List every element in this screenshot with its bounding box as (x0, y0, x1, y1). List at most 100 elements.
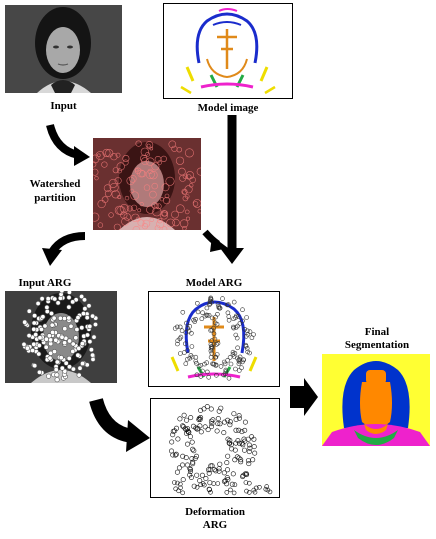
watershed-region (157, 160, 162, 165)
graph-node (183, 455, 189, 461)
watershed-region (123, 213, 131, 221)
graph-node (209, 346, 215, 351)
graph-node (177, 336, 183, 342)
watershed-region (137, 169, 146, 178)
graph-node (180, 424, 186, 430)
graph-node (206, 470, 212, 476)
graph-node (191, 317, 196, 323)
graph-node (196, 417, 202, 423)
graph-node (247, 490, 252, 495)
graph-node (180, 453, 186, 459)
watershed-region (175, 156, 185, 165)
watershed-region (104, 190, 112, 197)
graph-node (188, 415, 194, 421)
watershed-region (192, 201, 199, 207)
graph-node (188, 475, 194, 481)
graph-node (216, 468, 222, 474)
graph-node (232, 447, 238, 453)
graph-node (195, 309, 201, 315)
graph-node (24, 345, 30, 351)
graph-node (209, 350, 215, 356)
graph-node (215, 421, 221, 427)
watershed-region (93, 161, 97, 168)
graph-node (59, 291, 65, 294)
graph-node (249, 434, 255, 440)
graph-node (37, 335, 43, 341)
graph-node (174, 480, 180, 486)
watershed-region (178, 167, 186, 176)
graph-node (190, 446, 196, 452)
watershed-region (126, 205, 133, 212)
graph-node (242, 326, 248, 332)
watershed-region (185, 194, 190, 199)
watershed-region (140, 154, 148, 163)
graph-node (217, 461, 223, 467)
graph-node (192, 319, 198, 324)
graph-node (193, 354, 199, 360)
graph-node (177, 416, 183, 422)
graph-node (245, 458, 251, 464)
graph-node (246, 449, 252, 455)
graph-node (188, 353, 194, 358)
graph-node (240, 318, 245, 324)
watershed-region (137, 208, 142, 213)
graph-node (214, 342, 219, 347)
graph-node (215, 481, 221, 486)
graph-node (185, 428, 191, 434)
graph-node (208, 328, 214, 333)
model-arg-label: Model ARG (185, 277, 243, 289)
model-arg (148, 291, 280, 387)
watershed-region (168, 140, 177, 149)
watershed-region (160, 211, 168, 220)
graph-node (40, 314, 46, 320)
watershed-region (161, 183, 170, 192)
graph-node (82, 306, 88, 312)
graph-node (254, 485, 259, 491)
graph-node (180, 309, 186, 315)
arrow-to-final (290, 378, 318, 416)
graph-node (225, 310, 231, 316)
graph-node (46, 373, 52, 379)
graph-node (225, 436, 231, 442)
graph-node (90, 313, 96, 319)
graph-node (59, 365, 65, 371)
graph-node (177, 481, 183, 487)
watershed-region (101, 161, 108, 168)
graph-node (186, 328, 192, 334)
watershed-region (147, 168, 153, 175)
graph-node (21, 341, 27, 347)
graph-node (185, 348, 190, 353)
graph-node (68, 323, 74, 329)
graph-node (208, 348, 214, 354)
watershed-label-line1: Watershed (29, 178, 81, 190)
graph-node (229, 481, 235, 487)
graph-node (251, 332, 256, 337)
graph-node (205, 427, 211, 433)
graph-node (215, 416, 221, 422)
graph-node (172, 326, 178, 331)
graph-node (263, 486, 269, 492)
graph-node (233, 325, 239, 330)
watershed-region (122, 159, 129, 166)
watershed-region (121, 217, 130, 226)
graph-node (226, 376, 232, 381)
graph-node (170, 452, 176, 458)
graph-node (74, 326, 80, 332)
graph-node (184, 320, 189, 326)
arrow-inputarg-to-deformation (89, 398, 134, 443)
graph-node (189, 456, 195, 462)
graph-node (189, 439, 195, 445)
watershed-label-line2: partition (34, 192, 76, 204)
watershed-region (137, 219, 145, 227)
watershed-region (149, 217, 154, 223)
graph-node (236, 413, 242, 419)
graph-node (179, 462, 185, 468)
graph-node (194, 472, 200, 478)
graph-node (54, 377, 60, 383)
graph-node (51, 349, 57, 355)
graph-node (234, 335, 240, 341)
graph-node (247, 480, 252, 486)
graph-node (47, 355, 53, 361)
final-label-line2: Segmentation (344, 339, 410, 351)
graph-node (187, 467, 193, 473)
